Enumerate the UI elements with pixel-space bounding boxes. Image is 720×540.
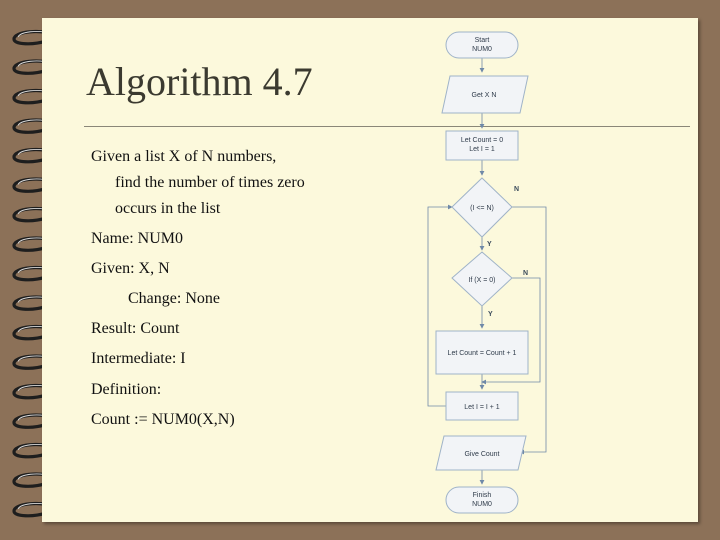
count-increment-block [435, 330, 529, 375]
definition-formula: Count := NUM0(X,N) [91, 411, 235, 428]
init-label-1: Let Count = 0 [461, 137, 503, 144]
problem-statement-line-3: occurs in the list [115, 200, 221, 217]
init-block [445, 130, 519, 161]
output-block [435, 435, 527, 471]
definition-line: Definition: [91, 381, 162, 398]
loop-decision [451, 177, 513, 238]
start-label: Start [475, 37, 490, 44]
finish-label: Finish [473, 492, 492, 499]
slide-page [42, 18, 698, 522]
problem-statement-line-2: find the number of times zero [115, 174, 305, 191]
if-decision [451, 251, 513, 307]
finish-name: NUM0 [472, 501, 492, 508]
arrow-if-no [481, 277, 541, 385]
given-line: Given: X, N [91, 260, 170, 277]
intermediate-line: Intermediate: I [91, 350, 186, 367]
loop-yes-label: Y [487, 241, 492, 248]
if-yes-label: Y [488, 311, 493, 318]
loop-decision-label: (I <= N) [470, 205, 494, 212]
input-block [441, 75, 529, 114]
if-no-label: N [523, 270, 528, 277]
flowchart: Start NUM0 Get X N Let Count = 0 Let I =… [427, 31, 547, 514]
problem-statement-line-1: Given a list X of N numbers, [91, 148, 277, 165]
name-line: Name: NUM0 [91, 230, 183, 247]
result-line: Result: Count [91, 320, 180, 337]
output-label: Give Count [464, 451, 499, 458]
slide-title: Algorithm 4.7 [86, 59, 313, 104]
init-label-2: Let I = 1 [469, 146, 495, 153]
arrow-loop-back [427, 204, 453, 407]
change-line: Change: None [128, 290, 220, 307]
loop-no-label: N [514, 186, 519, 193]
i-increment-label: Let I = I + 1 [464, 404, 500, 411]
i-increment-block [445, 391, 519, 421]
if-decision-label: If (X = 0) [468, 277, 495, 284]
start-name: NUM0 [472, 46, 492, 53]
count-increment-label: Let Count = Count + 1 [448, 350, 517, 357]
input-label: Get X N [472, 92, 497, 99]
finish-terminator [445, 486, 519, 514]
title-divider [84, 126, 690, 127]
start-terminator [445, 31, 519, 59]
arrow-loop-no [512, 206, 547, 455]
